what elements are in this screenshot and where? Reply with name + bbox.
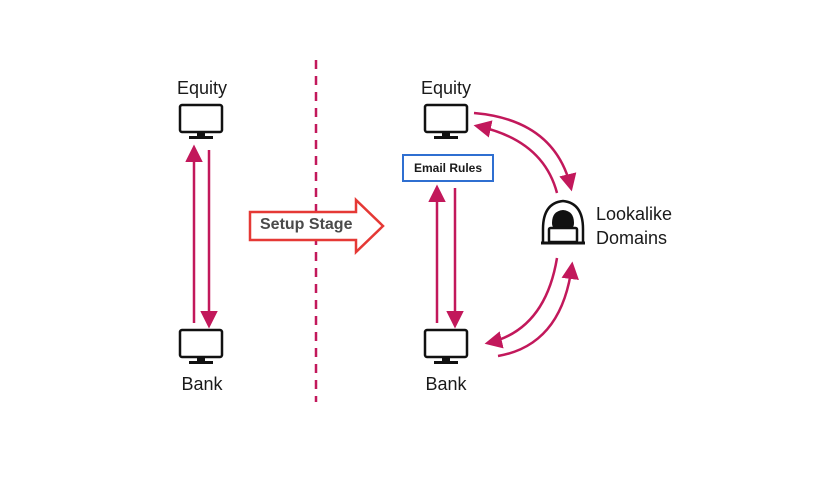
lookalike-line-1: Lookalike: [596, 204, 673, 224]
right-bank-label: Bank: [425, 374, 467, 394]
curve-equity-to-attacker: [473, 111, 577, 192]
email-rules-label: Email Rules: [413, 161, 483, 175]
left-bank-monitor-icon: [178, 328, 224, 366]
curve-attacker-to-bank: [484, 257, 559, 349]
left-equity-monitor-icon: [178, 103, 224, 141]
lookalike-domains-label: Lookalike Domains: [596, 202, 672, 250]
right-equity-label: Equity: [420, 78, 472, 98]
lookalike-line-2: Domains: [596, 228, 668, 248]
email-rules-box: Email Rules: [402, 154, 494, 182]
curve-bank-to-attacker: [497, 261, 579, 358]
hacker-icon: [541, 199, 585, 245]
setup-stage-label: Setup Stage: [260, 216, 353, 233]
right-bank-monitor-icon: [423, 328, 469, 366]
setup-stage-arrow: [248, 197, 385, 255]
right-equity-monitor-icon: [423, 103, 469, 141]
left-equity-label: Equity: [176, 78, 228, 98]
curve-attacker-to-equity: [473, 120, 559, 194]
left-bank-label: Bank: [181, 374, 223, 394]
